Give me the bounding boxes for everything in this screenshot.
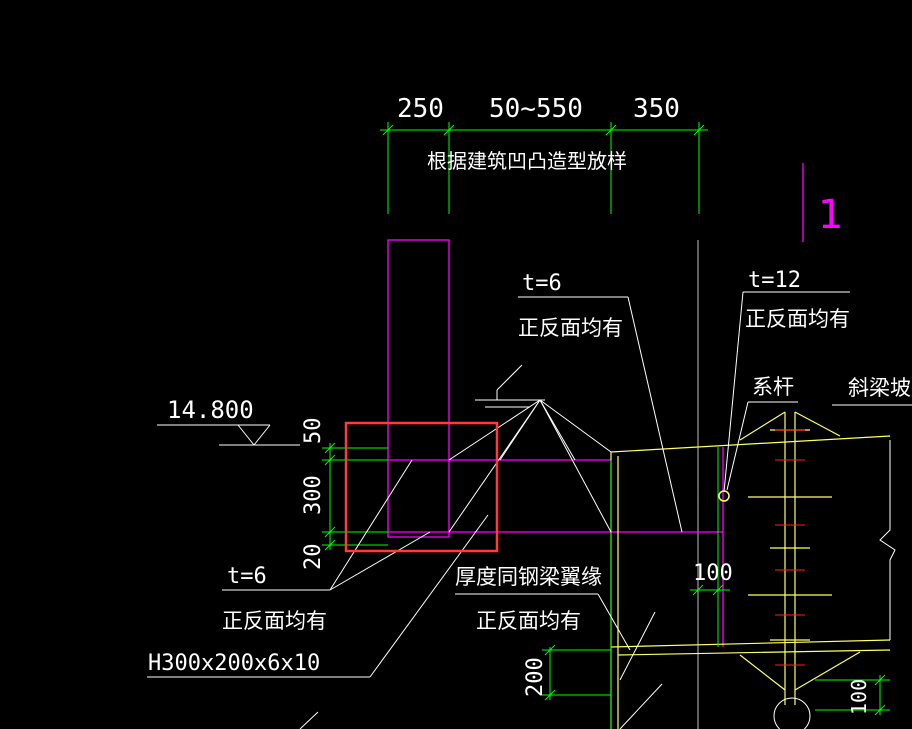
elevation-value: 14.800 bbox=[167, 396, 254, 424]
plate-c-thickness: t=6 bbox=[227, 564, 267, 589]
elevation-mark: 14.800 bbox=[157, 396, 300, 446]
dim-350: 350 bbox=[633, 94, 680, 124]
plate-c-note: 正反面均有 bbox=[222, 609, 327, 633]
callout-plate-c: t=6 正反面均有 bbox=[222, 459, 431, 633]
axis-bubble bbox=[773, 697, 811, 729]
dim-100-right: 100 bbox=[847, 679, 871, 715]
left-dimension-chain: 50 300 20 bbox=[301, 418, 388, 571]
section-mark-label: 1 bbox=[818, 192, 843, 238]
section-mark: 1 bbox=[802, 163, 843, 242]
top-dimension-chain: 250 50~550 350 根据建筑凹凸造型放样 bbox=[380, 94, 708, 214]
plate-a-thickness: t=6 bbox=[522, 271, 562, 296]
callout-sloped-beam: 斜梁坡度 bbox=[832, 376, 912, 406]
callout-plate-a: t=6 正反面均有 bbox=[518, 271, 683, 533]
highlight-box bbox=[344, 421, 499, 553]
flange-note-sub: 正反面均有 bbox=[476, 609, 581, 633]
callout-flange: 厚度同钢梁翼缘 正反面均有 bbox=[455, 565, 631, 651]
callout-plate-b: t=12 正反面均有 bbox=[723, 268, 850, 493]
plate-b-note: 正反面均有 bbox=[745, 307, 850, 331]
dim-100: 100 bbox=[693, 561, 733, 586]
dim-50-left: 50 bbox=[301, 418, 326, 445]
dim-200-group: 200 bbox=[523, 644, 611, 701]
dim-100-group: 100 bbox=[690, 561, 733, 596]
break-line bbox=[879, 440, 896, 640]
dim-50-550: 50~550 bbox=[489, 94, 583, 124]
bolt-marks bbox=[775, 429, 805, 666]
layout-note: 根据建筑凹凸造型放样 bbox=[427, 149, 627, 173]
section-label: H300x200x6x10 bbox=[148, 651, 320, 676]
callout-section: H300x200x6x10 bbox=[147, 514, 489, 678]
steel-column-profile bbox=[387, 239, 724, 647]
dim-250: 250 bbox=[397, 94, 444, 124]
dim-200: 200 bbox=[523, 657, 548, 697]
weld-symbol bbox=[448, 364, 612, 533]
callout-tie-rod: 系杆 bbox=[718, 375, 798, 502]
plate-b-thickness: t=12 bbox=[748, 268, 801, 293]
tie-rod-label: 系杆 bbox=[752, 375, 794, 399]
dim-100b-group: 100 bbox=[815, 674, 890, 716]
plate-a-note: 正反面均有 bbox=[518, 316, 623, 340]
dim-300-left: 300 bbox=[301, 475, 326, 515]
sloped-beam-label: 斜梁坡度 bbox=[848, 376, 912, 400]
flange-note: 厚度同钢梁翼缘 bbox=[455, 565, 602, 589]
dim-20-left: 20 bbox=[301, 544, 326, 571]
